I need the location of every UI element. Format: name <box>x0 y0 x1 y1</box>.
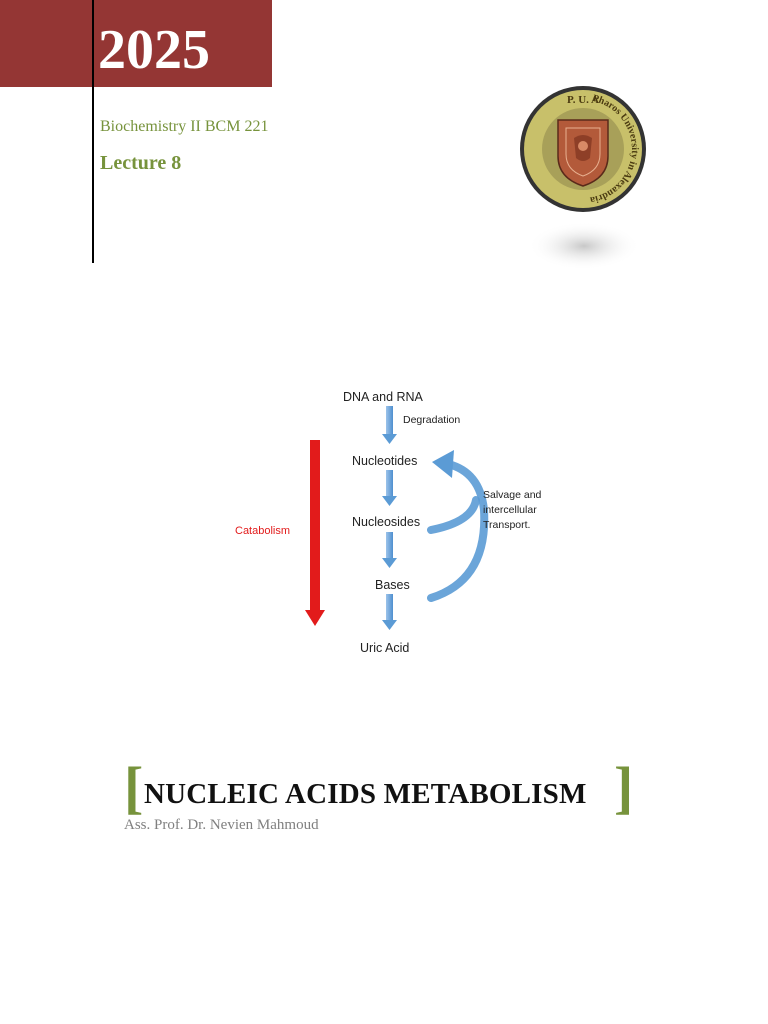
step-arrow-1 <box>382 406 397 444</box>
open-bracket: [ <box>124 755 144 820</box>
catabolism-label: Catabolism <box>235 525 291 537</box>
node-nucleotides: Nucleotides <box>352 454 418 468</box>
divider-line <box>92 0 94 263</box>
svg-text:P. U. A: P. U. A <box>567 94 599 106</box>
node-bases: Bases <box>375 578 410 592</box>
node-nucleosides: Nucleosides <box>352 515 421 529</box>
salvage-line-1: Salvage and <box>483 489 542 501</box>
catabolism-arrow <box>305 440 325 626</box>
salvage-arrow <box>427 450 489 602</box>
year-banner <box>0 0 272 87</box>
degradation-label: Degradation <box>403 414 461 426</box>
node-dna-rna: DNA and RNA <box>343 390 423 404</box>
salvage-line-3: Transport. <box>483 519 531 531</box>
close-bracket: ] <box>614 755 634 820</box>
course-name: Biochemistry II BCM 221 <box>100 118 269 135</box>
node-uric-acid: Uric Acid <box>360 641 410 655</box>
step-arrow-4 <box>382 594 397 630</box>
step-arrow-3 <box>382 532 397 568</box>
document-title: [ NUCLEIC ACIDS METABOLISM ] <box>124 755 644 820</box>
seal-icon: Pharos University in Alexandria P. U. A <box>520 86 646 270</box>
university-logo: Pharos University in Alexandria P. U. A <box>518 86 648 276</box>
salvage-line-2: intercellular <box>483 504 537 516</box>
title-text: NUCLEIC ACIDS METABOLISM <box>144 778 587 810</box>
step-arrow-2 <box>382 470 397 506</box>
year-label: 2025 <box>98 19 210 81</box>
author-name: Ass. Prof. Dr. Nevien Mahmoud <box>124 817 319 833</box>
lecture-number: Lecture 8 <box>100 152 182 174</box>
salvage-label: Salvage and intercellular Transport. <box>483 488 573 533</box>
catabolism-diagram: DNA and RNA Degradation Nucleotides Nucl… <box>226 380 566 665</box>
diagram-arrows <box>305 406 489 630</box>
